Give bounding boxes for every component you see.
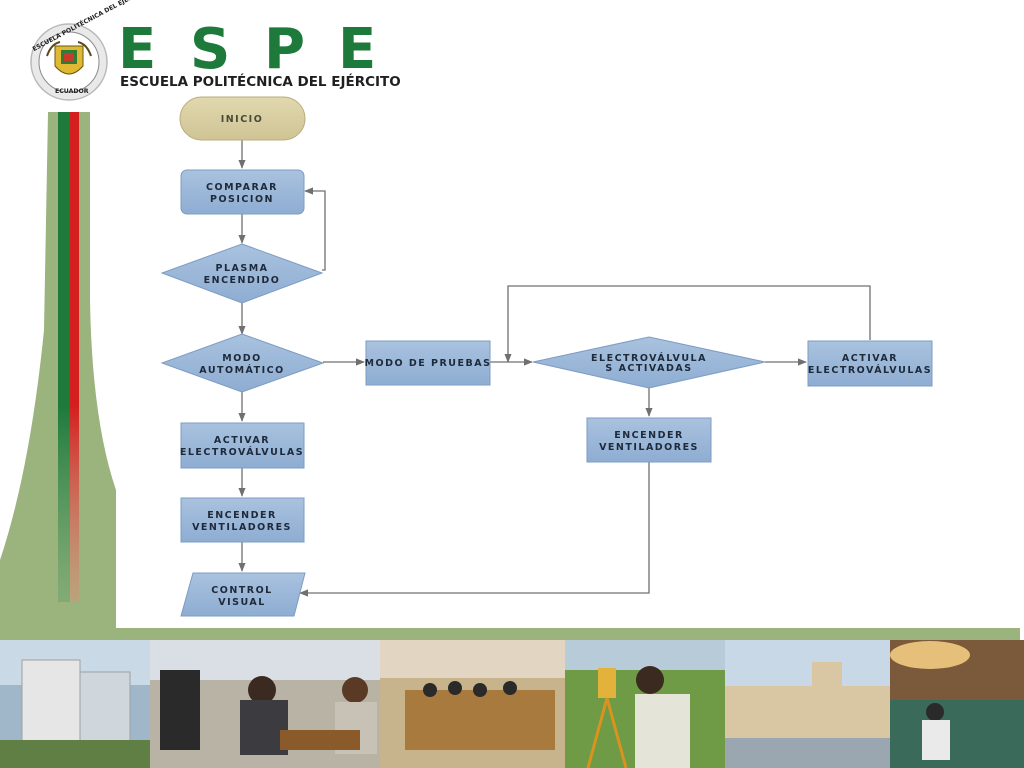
node-comparar-line2: POSICION (210, 194, 274, 205)
connector-plasma-loop (304, 187, 326, 271)
node-modo-de-pruebas: MODO DE PRUEBAS (365, 340, 492, 386)
auditorium-photo (890, 640, 1024, 768)
node-encender-ventiladores-left: ENCENDER VENTILADORES (180, 497, 305, 543)
green-stripe (58, 112, 70, 602)
students-study-photo (150, 640, 380, 768)
classroom-photo (380, 640, 565, 768)
node-electrovalvulas-activadas: ELECTROVÁLVULA S ACTIVADAS (532, 336, 766, 389)
brand-subtitle: ESCUELA POLITÉCNICA DEL EJÉRCITO (120, 73, 401, 90)
node-activar-electrovalvulas-right: ACTIVAR ELECTROVÁLVULAS (807, 340, 933, 387)
brand-letter-e2: E (338, 17, 376, 82)
node-comparar-line1: COMPARAR (206, 182, 278, 193)
node-activar-right-line1: ACTIVAR (842, 353, 898, 364)
node-plasma-line1: PLASMA (215, 263, 268, 274)
node-activar-left-line1: ACTIVAR (214, 435, 270, 446)
node-control-line2: VISUAL (218, 597, 266, 608)
flowchart-nodes: INICIO COMPARAR POSICION PLASMA ENCENDID… (160, 96, 933, 617)
node-control-visual: CONTROL VISUAL (180, 572, 306, 617)
node-activar-electrovalvulas-left: ACTIVAR ELECTROVÁLVULAS (180, 422, 305, 469)
node-encender-left-line2: VENTILADORES (192, 522, 292, 533)
node-activar-right-line2: ELECTROVÁLVULAS (808, 364, 932, 376)
node-pruebas-label: MODO DE PRUEBAS (365, 358, 492, 369)
connector-encender-control-right (299, 462, 650, 597)
node-inicio-label: INICIO (221, 114, 264, 125)
node-plasma-encendido: PLASMA ENCENDIDO (160, 243, 324, 304)
node-control-line1: CONTROL (211, 585, 272, 596)
brand-letter-e1: E (118, 17, 156, 82)
brand-letter-p: P (264, 17, 305, 82)
node-comparar-posicion: COMPARAR POSICION (180, 169, 305, 215)
node-plasma-line2: ENCENDIDO (204, 275, 281, 286)
node-modo-automatico: MODO AUTOMÁTICO (160, 333, 325, 393)
node-activar-left-line2: ELECTROVÁLVULAS (180, 446, 304, 458)
connector-activar-loop (504, 285, 871, 363)
node-encender-right-line2: VENTILADORES (599, 442, 699, 453)
brand-letter-s: S (190, 17, 230, 82)
campus-photo (725, 640, 890, 768)
brand-header: E S P E ESCUELA POLITÉCNICA DEL EJÉRCITO (118, 17, 401, 90)
node-modo-line2: AUTOMÁTICO (199, 364, 284, 376)
node-encender-ventiladores-right: ENCENDER VENTILADORES (586, 417, 712, 463)
seal-bottom-text: ECUADOR (55, 88, 89, 95)
node-encender-right-line1: ENCENDER (614, 430, 684, 441)
left-sidebar-decoration (0, 112, 1020, 640)
building-photo (0, 640, 150, 768)
node-inicio: INICIO (179, 96, 306, 141)
red-stripe (70, 112, 79, 602)
photo-strip (0, 640, 1024, 768)
node-electro-line1: ELECTROVÁLVULA (591, 352, 707, 364)
node-electro-line2: S ACTIVADAS (605, 363, 692, 374)
flowchart-connectors (238, 140, 871, 597)
node-encender-left-line1: ENCENDER (207, 510, 277, 521)
surveyor-photo (565, 640, 725, 768)
node-modo-line1: MODO (222, 353, 262, 364)
